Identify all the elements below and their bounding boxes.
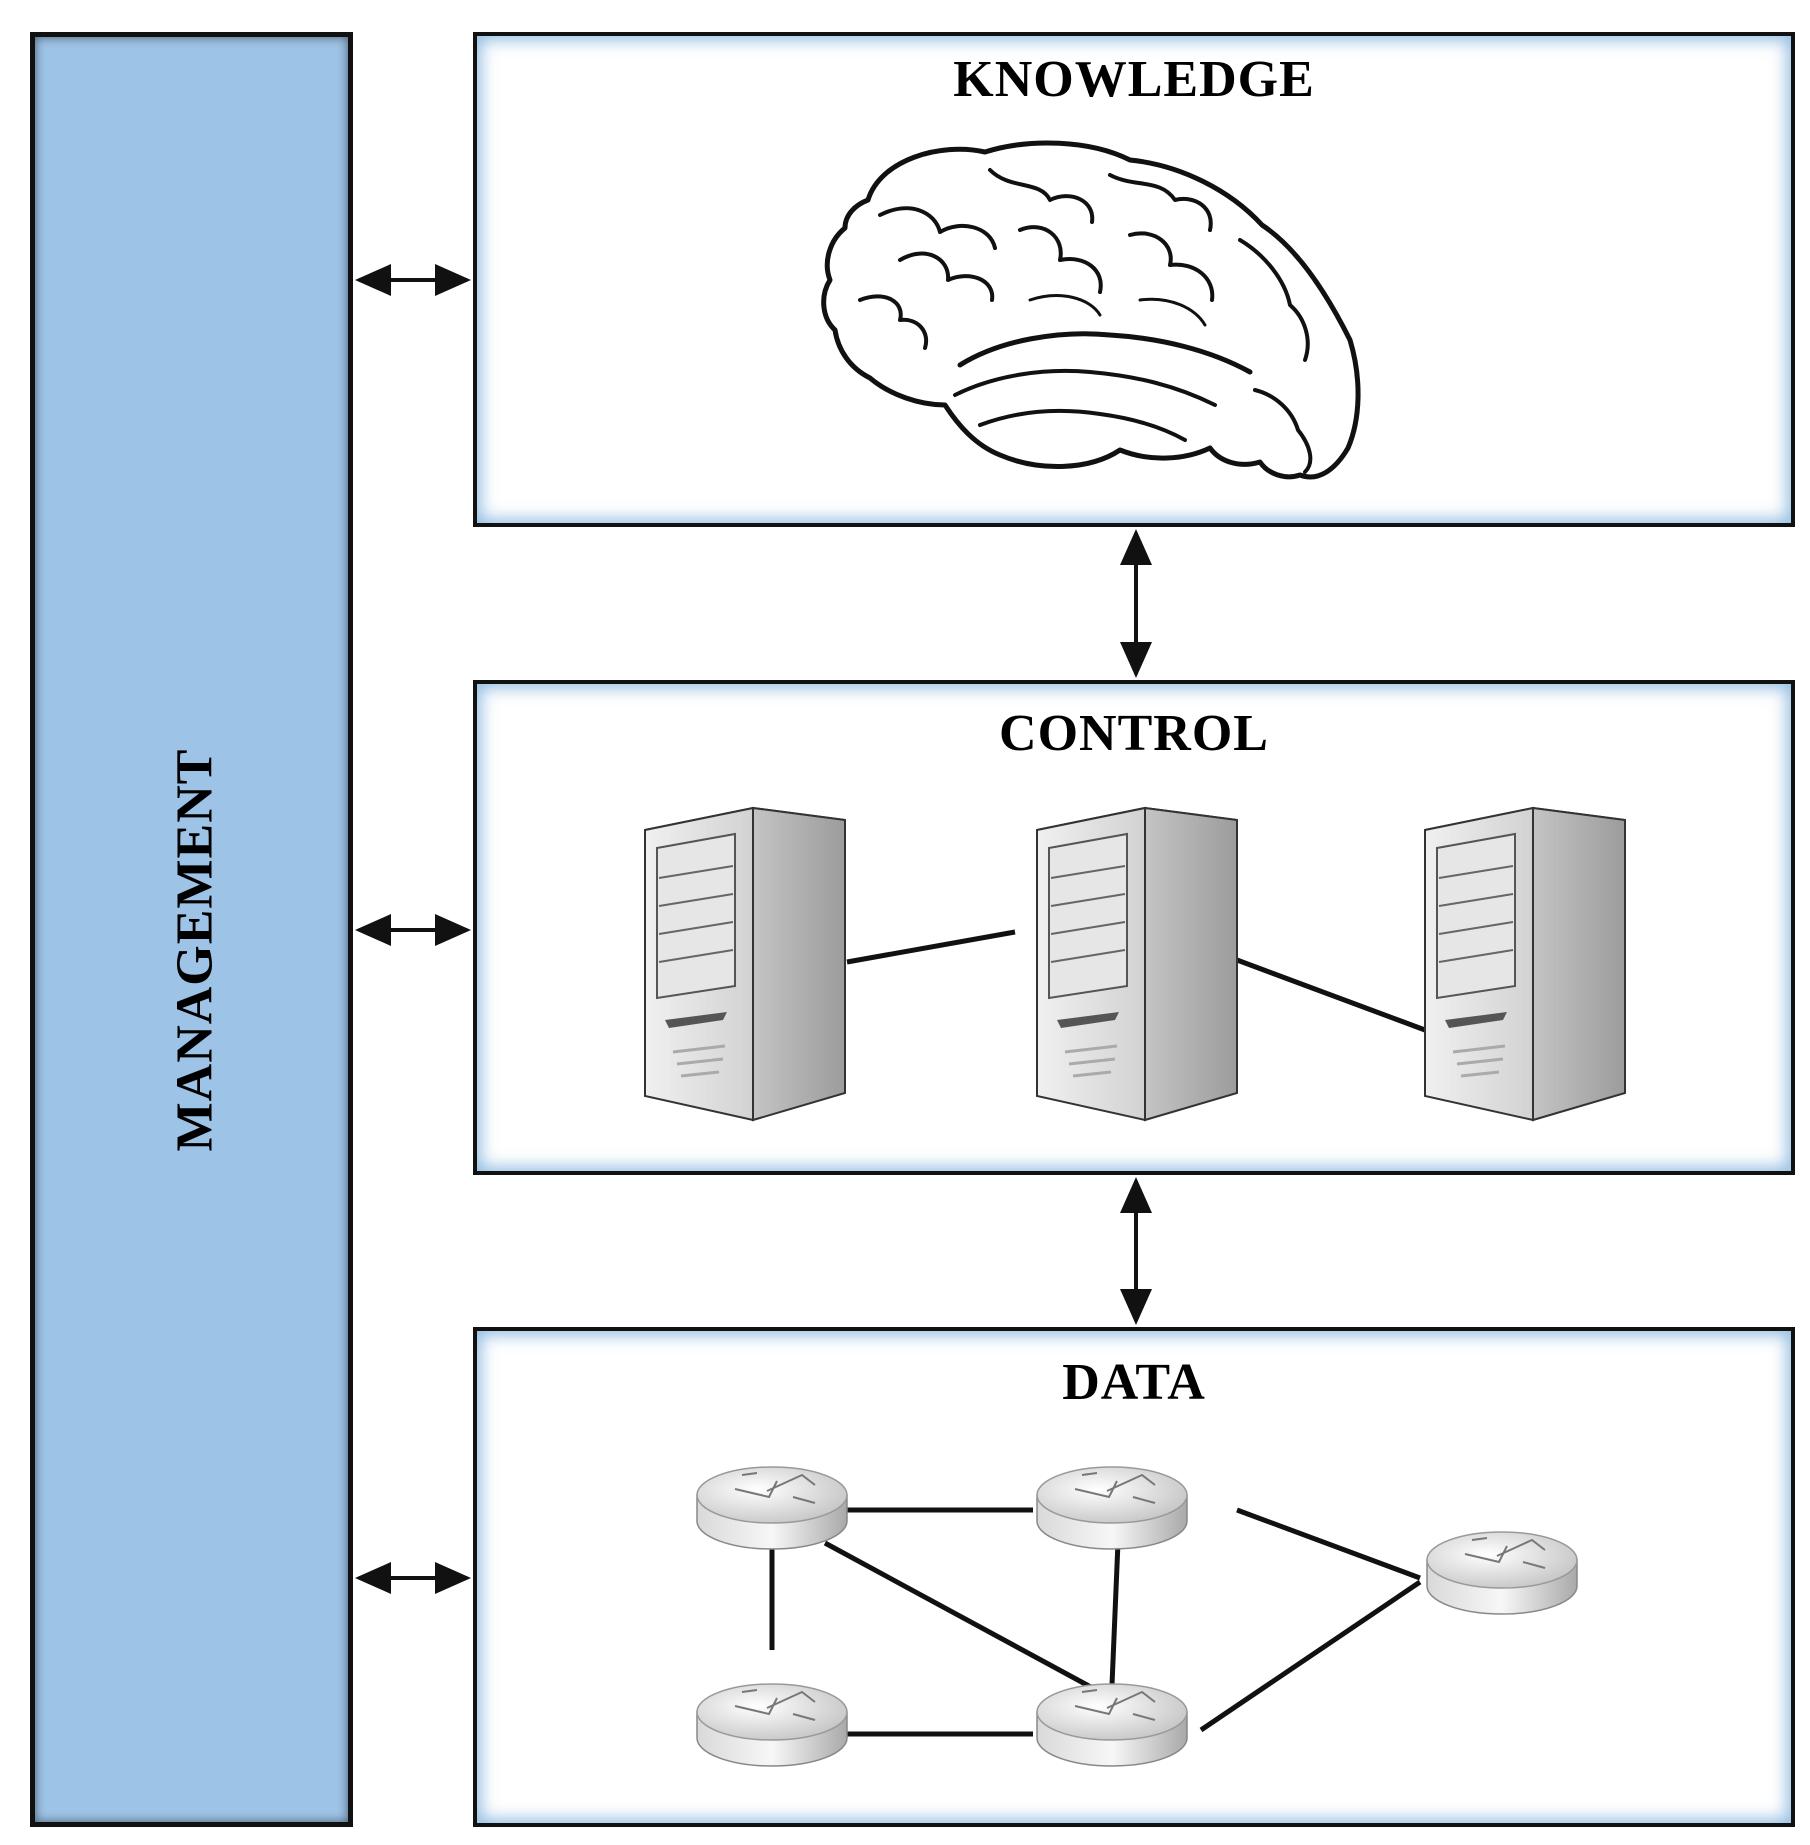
server-icon [1035, 806, 1239, 1122]
router-icon [696, 1466, 848, 1550]
management-plane [30, 32, 353, 1827]
brain-icon [821, 140, 1361, 480]
server-icon [643, 806, 847, 1122]
router-icon [1426, 1531, 1578, 1615]
data-link [1236, 1507, 1421, 1581]
control-link-2 [1236, 957, 1426, 1033]
data-title: DATA [1062, 1354, 1206, 1411]
data-link [1109, 1541, 1121, 1686]
router-icon [1036, 1466, 1188, 1550]
router-icon [1036, 1683, 1188, 1767]
control-link-1 [846, 929, 1016, 965]
control-title: CONTROL [999, 705, 1269, 762]
router-icon [696, 1683, 848, 1767]
data-link [1199, 1579, 1422, 1733]
knowledge-plane: KNOWLEDGE [473, 32, 1795, 527]
server-icon [1423, 806, 1627, 1122]
knowledge-title: KNOWLEDGE [953, 51, 1315, 108]
data-link [823, 1540, 1102, 1695]
